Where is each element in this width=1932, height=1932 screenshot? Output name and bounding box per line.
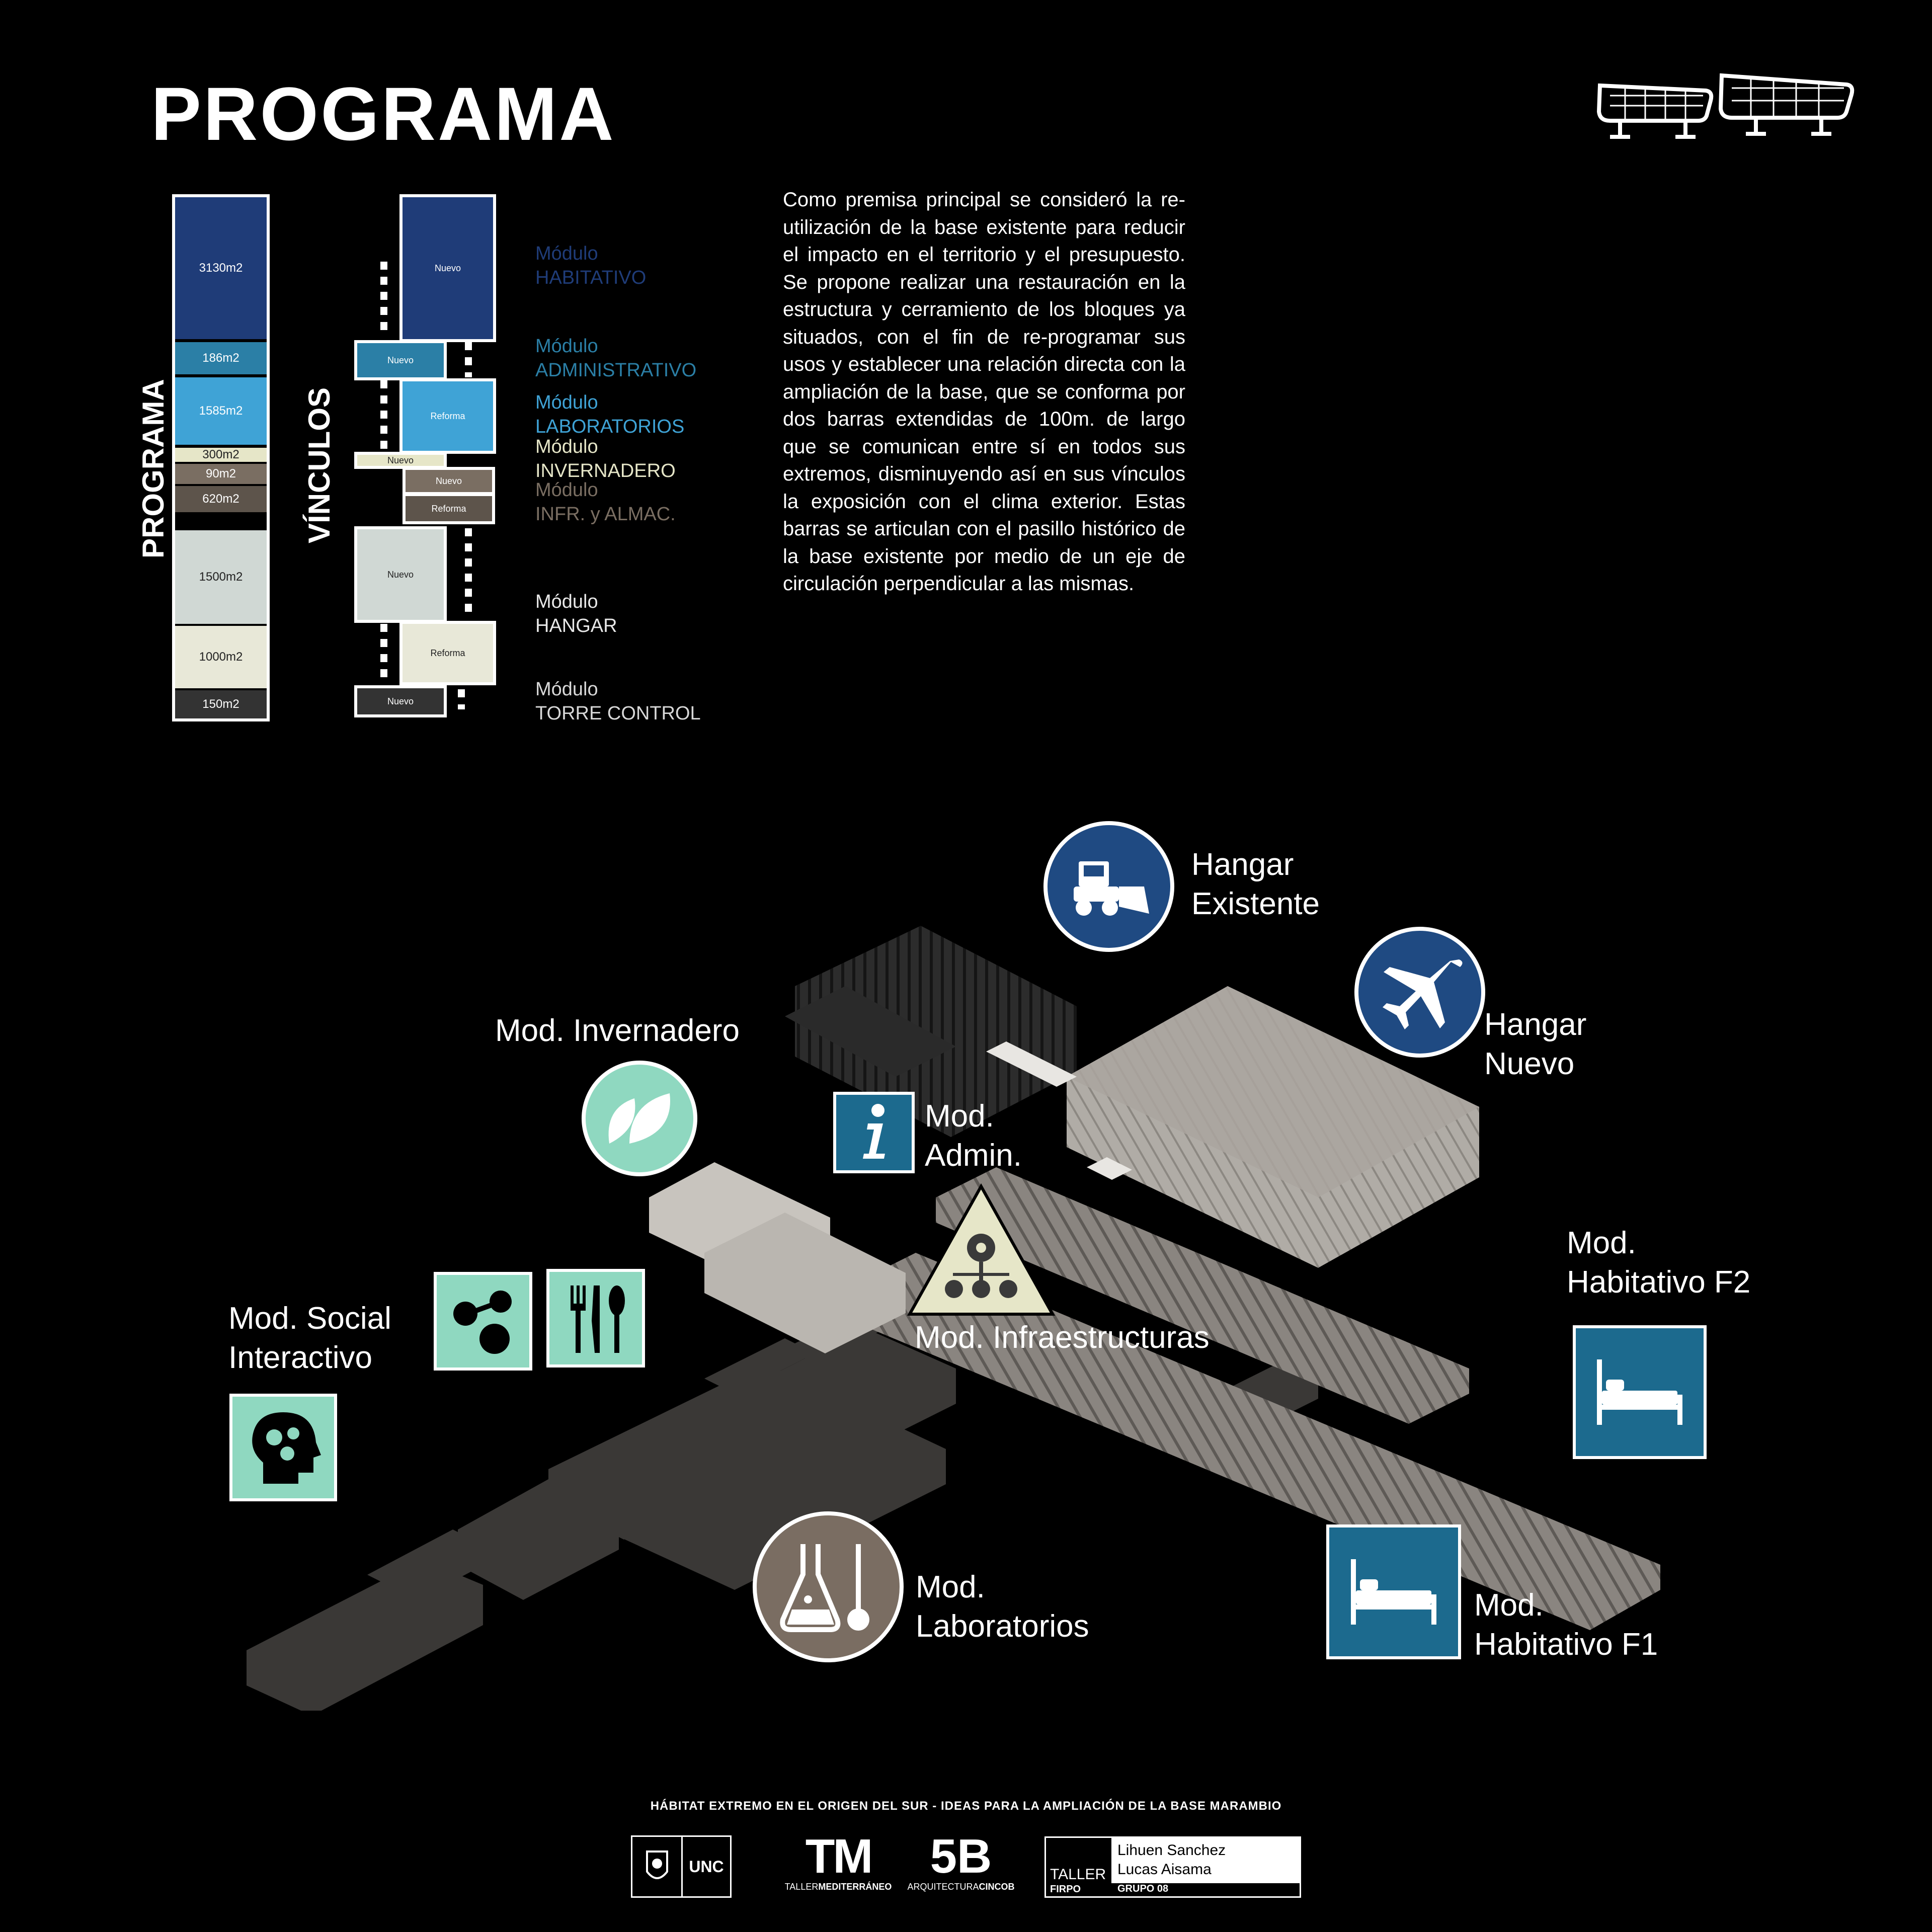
vinculo-hangar-nuevo: Nuevo — [354, 526, 447, 623]
link-dash — [458, 689, 465, 709]
link-dash — [465, 342, 472, 377]
unc-seal-icon — [646, 1850, 668, 1879]
vinculo-laboratorios: Reforma — [399, 378, 496, 454]
area-hangar-nuevo: 1500m2 — [175, 530, 267, 624]
label-invernadero: Mod. Invernadero — [495, 1013, 740, 1048]
area-infra: 90m2 — [175, 464, 267, 484]
label-habitativo-f1: Mod.Habitativo F1 — [1474, 1588, 1658, 1662]
gears-icon — [906, 1182, 1057, 1321]
label-infraestructuras: Mod. Infraestructuras — [915, 1320, 1210, 1355]
area-habitativo: 3130m2 — [175, 197, 267, 339]
vinculos-vertical-label: VÍNCULOS — [302, 387, 336, 543]
head-gears-icon — [229, 1394, 337, 1501]
vinculo-invernadero: Nuevo — [354, 452, 447, 469]
tm-logo: TM TALLERMEDITERRÁNEO — [784, 1829, 892, 1892]
leaf-icon — [582, 1061, 697, 1176]
vinculo-habitativo: Nuevo — [399, 194, 496, 342]
vinculo-infra: Nuevo — [403, 467, 495, 495]
flask-thermometer-icon — [753, 1511, 904, 1662]
label-laboratorios: Mod.Laboratorios — [916, 1570, 1089, 1644]
description-text: Como premisa principal se consideró la r… — [783, 189, 1185, 595]
vinculo-hangar-existente: Reforma — [399, 621, 496, 685]
taller-firpo-block: TALLER FIRPO Lihuen Sanchez Lucas Aisama… — [1044, 1836, 1301, 1898]
programa-vertical-label: PROGRAMA — [136, 379, 170, 558]
link-dash — [380, 624, 387, 684]
link-dash — [380, 262, 387, 337]
area-torre: 150m2 — [175, 690, 267, 718]
area-invernadero: 300m2 — [175, 448, 267, 462]
building-silhouette-icon — [1596, 73, 1855, 139]
page-title: PROGRAMA — [151, 71, 616, 156]
label-admin: Mod.Admin. — [925, 1099, 1022, 1173]
airplane-icon — [1354, 927, 1485, 1058]
link-dash — [465, 528, 472, 619]
bed-icon — [1573, 1325, 1707, 1459]
area-hangar-existente: 1000m2 — [175, 626, 267, 688]
footer-tagline: HÁBITAT EXTREMO EN EL ORIGEN DEL SUR - I… — [650, 1799, 1282, 1813]
label-habitativo-f2: Mod.Habitativo F2 — [1567, 1226, 1751, 1300]
programa-bar: 3130m2 186m2 1585m2 300m2 90m2 620m2 150… — [172, 194, 270, 721]
vinculo-torre: Nuevo — [354, 685, 447, 717]
vinculo-administrativo: Nuevo — [354, 340, 447, 380]
cutlery-icon — [546, 1269, 645, 1367]
vinculo-almacen: Reforma — [403, 493, 495, 524]
network-icon — [434, 1272, 532, 1371]
link-dash — [380, 380, 387, 451]
snowplow-icon — [1043, 821, 1174, 952]
unc-logo: UNC — [631, 1835, 732, 1898]
info-icon — [833, 1092, 915, 1173]
area-laboratorios: 1585m2 — [175, 377, 267, 445]
bed-icon — [1326, 1524, 1461, 1659]
area-almacen: 620m2 — [175, 486, 267, 512]
5b-logo: 5B ARQUITECTURACINCOB — [907, 1829, 1015, 1892]
area-administrativo: 186m2 — [175, 342, 267, 374]
